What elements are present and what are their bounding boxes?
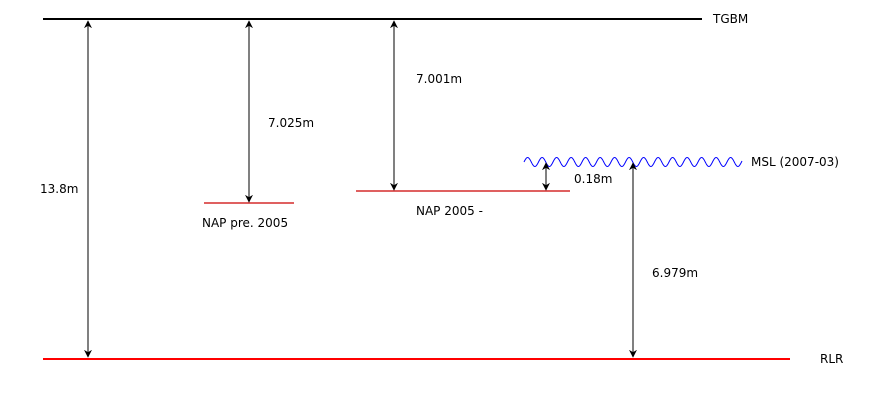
rlr-label: RLR [820,352,843,366]
msl-height-measurement: 6.979m [652,266,698,280]
nap-pre-measurement: 7.025m [268,116,314,130]
msl-offset-measurement: 0.18m [574,172,612,186]
nap-post-measurement: 7.001m [416,72,462,86]
nap-post-label: NAP 2005 - [416,204,483,218]
msl-label: MSL (2007-03) [751,155,839,169]
total-measurement: 13.8m [40,182,78,196]
nap-pre-label: NAP pre. 2005 [202,216,288,230]
tgbm-label: TGBM [712,12,748,26]
